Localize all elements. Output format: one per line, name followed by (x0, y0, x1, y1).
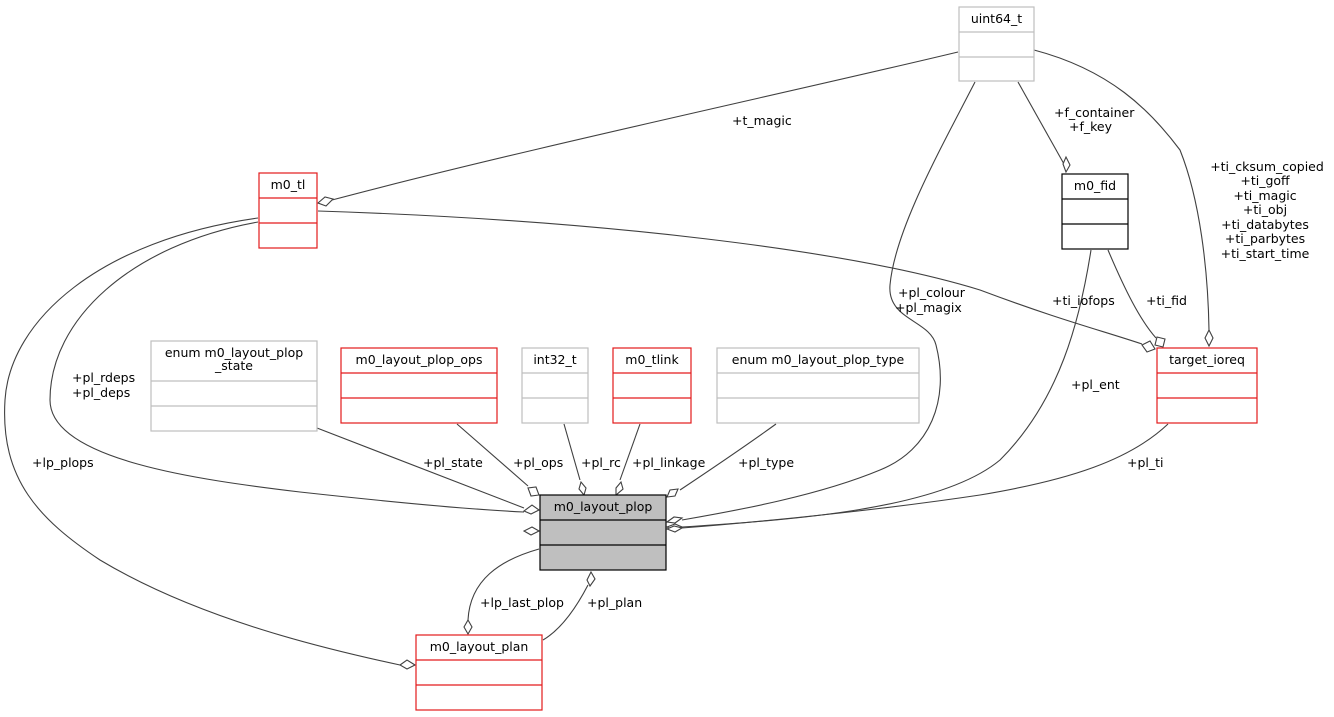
edge-label-ti-fid: +ti_fid (1146, 293, 1187, 308)
diamond-icon (586, 570, 596, 588)
edge-label-pl-ent: +pl_ent (1071, 377, 1120, 392)
edge-label-group-ti: +ti_cksum_copied +ti_goff +ti_magic +ti_… (1210, 159, 1324, 261)
edge-ti-iofops (317, 210, 1143, 345)
edge-label-ti-goff: +ti_goff (1240, 173, 1290, 188)
node-title: uint64_t (971, 11, 1022, 26)
diamond-icon (398, 659, 417, 670)
edge-pl-rc (563, 423, 581, 481)
diamond-icon (527, 486, 540, 497)
node-title: m0_layout_plop_ops (356, 352, 483, 367)
edge-t-magic (331, 51, 959, 201)
edge-ti-multi (1033, 49, 1210, 331)
edge-label-pl-type: +pl_type (738, 455, 794, 470)
edge-label-ti-start-time: +ti_start_time (1221, 246, 1310, 261)
diamond-icon (665, 516, 684, 524)
edge-pl-plan (542, 584, 589, 641)
edge-f-container (1017, 81, 1065, 165)
edge-label-ti-iofops: +ti_iofops (1052, 293, 1115, 308)
diamond-icon (316, 196, 335, 207)
node-m0-tlink[interactable]: m0_tlink (612, 347, 692, 424)
node-m0-fid[interactable]: m0_fid (1061, 173, 1129, 250)
node-enum-plop-state[interactable]: enum m0_layout_plop _state (150, 340, 318, 432)
edge-label-f-container: +f_container (1054, 105, 1135, 120)
edge-label-ti-parbytes: +ti_parbytes (1225, 231, 1305, 246)
edge-label-pl-linkage: +pl_linkage (632, 455, 706, 470)
edge-label-pl-deps: +pl_deps (72, 385, 130, 400)
edge-label-pl-colour: +pl_colour (898, 285, 966, 300)
node-title: m0_tl (271, 177, 306, 192)
edge-label-ti-obj: +ti_obj (1243, 202, 1287, 217)
diamond-icon (1204, 328, 1214, 348)
edge-label-pl-state: +pl_state (423, 455, 483, 470)
edge-label-pl-rc: +pl_rc (581, 455, 621, 470)
edge-label-pl-magix: +pl_magix (895, 300, 962, 315)
node-title: enum m0_layout_plop_type (732, 352, 905, 367)
edge-ti-fid (1107, 249, 1157, 339)
edge-pl-ti (681, 423, 1169, 529)
aggregation-markers (316, 155, 1214, 670)
edge-label-pl-ops: +pl_ops (513, 455, 563, 470)
edge-label-f-key: +f_key (1069, 119, 1113, 134)
node-title-line-1: enum m0_layout_plop (165, 345, 303, 360)
diamond-icon (1062, 155, 1071, 174)
edge-label-lp-plops: +lp_plops (32, 455, 94, 470)
node-m0-layout-plop-ops[interactable]: m0_layout_plop_ops (340, 347, 498, 424)
edge-pl-ops (456, 423, 529, 487)
diamond-icon (463, 618, 473, 636)
diamond-icon (522, 526, 541, 536)
edge-labels: +t_magic +f_container +f_key +ti_cksum_c… (32, 105, 1324, 610)
node-uint64-t[interactable]: uint64_t (958, 6, 1035, 82)
node-title-line-2: _state (214, 358, 253, 373)
diamond-icon (1154, 336, 1166, 348)
node-int32-t[interactable]: int32_t (521, 347, 589, 424)
edge-label-lp-last-plop: +lp_last_plop (480, 595, 564, 610)
node-m0-tl[interactable]: m0_tl (258, 172, 318, 249)
node-title: target_ioreq (1169, 352, 1245, 367)
edge-lp-plops (4, 217, 401, 666)
edges (4, 49, 1210, 666)
edge-pl-rdeps (49, 221, 525, 513)
node-m0-layout-plan[interactable]: m0_layout_plan (415, 634, 543, 711)
node-title: m0_fid (1074, 178, 1116, 193)
edge-label-pl-ti: +pl_ti (1127, 455, 1164, 470)
edge-lp-last-plop (467, 548, 540, 621)
edge-pl-state (316, 427, 525, 509)
diamond-icon (578, 480, 587, 497)
edge-label-t-magic: +t_magic (732, 113, 792, 128)
edge-label-pl-rdeps: +pl_rdeps (72, 370, 135, 385)
node-title: int32_t (533, 352, 576, 367)
edge-label-ti-magic: +ti_magic (1233, 188, 1296, 203)
edge-label-ti-cksum-copied: +ti_cksum_copied (1210, 159, 1324, 174)
edge-pl-linkage (619, 423, 641, 481)
node-target-ioreq[interactable]: target_ioreq (1156, 347, 1258, 424)
node-m0-layout-plop[interactable]: m0_layout_plop (539, 494, 667, 571)
node-title: m0_layout_plan (430, 639, 529, 654)
edge-label-pl-plan: +pl_plan (587, 595, 642, 610)
diamond-icon (666, 488, 679, 498)
node-title: m0_tlink (625, 352, 679, 367)
diamond-icon (665, 525, 684, 533)
diamond-icon (615, 480, 624, 497)
diamond-icon (522, 504, 541, 515)
edge-pl-colour (681, 81, 976, 521)
node-title: m0_layout_plop (554, 499, 653, 514)
edge-pl-type (679, 423, 777, 491)
node-enum-plop-type[interactable]: enum m0_layout_plop_type (716, 347, 920, 424)
diamond-icon (1141, 340, 1156, 353)
edge-label-ti-databytes: +ti_databytes (1221, 217, 1309, 232)
